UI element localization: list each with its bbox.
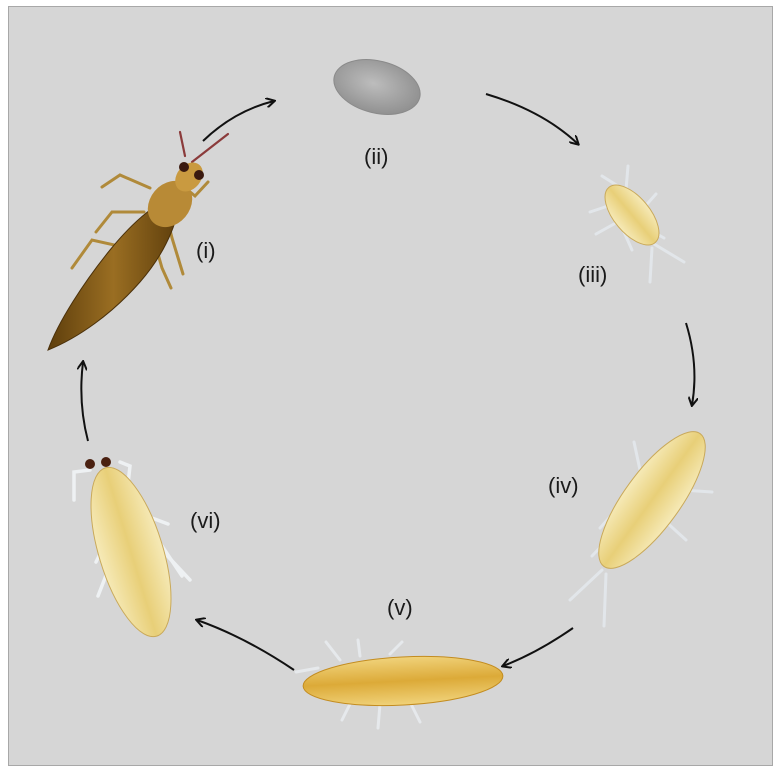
arrow-pupa-to-adult [81, 362, 88, 441]
egg-icon [328, 51, 426, 123]
stage-label-ii: (ii) [364, 144, 388, 170]
arrow-propupa-to-pupa [197, 620, 294, 670]
arrow-adult-to-egg [203, 101, 274, 141]
pupa-icon [74, 457, 190, 646]
stage-label-iii: (iii) [578, 262, 607, 288]
cycle-arrows [81, 94, 694, 670]
stage-label-iv: (iv) [548, 473, 579, 499]
stage-label-i: (i) [196, 238, 216, 264]
arrow-first-instar-to-second-instar [686, 323, 694, 405]
propupa-icon [296, 640, 504, 728]
second-instar-larva-icon [570, 417, 723, 626]
stage-label-vi: (vi) [190, 508, 221, 534]
arrow-second-instar-to-propupa [503, 628, 573, 666]
stage-label-v: (v) [387, 595, 413, 621]
arrow-egg-to-first-instar [486, 94, 578, 144]
